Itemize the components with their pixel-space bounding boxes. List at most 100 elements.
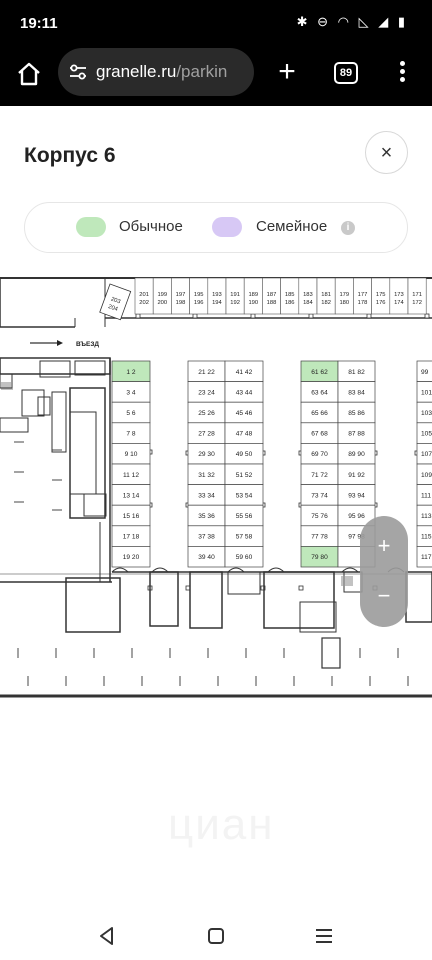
spot-label: 61 62	[311, 369, 328, 376]
address-bar[interactable]: granelle.ru/parkin	[58, 48, 254, 96]
parking-spot[interactable]: 73 74	[300, 484, 339, 506]
parking-spot[interactable]: 83 84	[337, 381, 376, 403]
parking-spot[interactable]: 105	[416, 422, 432, 444]
close-button[interactable]: ×	[365, 131, 408, 174]
spot-label: 109	[421, 472, 432, 479]
parking-spot[interactable]: 51 52	[224, 463, 264, 485]
info-icon[interactable]: i	[341, 221, 355, 235]
parking-spot[interactable]: 23 24	[187, 381, 226, 403]
back-icon[interactable]	[95, 924, 119, 948]
spot-label: 191	[230, 292, 240, 298]
parking-spot[interactable]: 47 48	[224, 422, 264, 444]
tab-switcher-button[interactable]: 89	[334, 62, 358, 84]
parking-spot[interactable]: 79 80	[300, 546, 339, 568]
parking-spot[interactable]: 61 62	[300, 360, 339, 382]
spot-label: 43 44	[236, 389, 253, 396]
home-nav-icon[interactable]	[204, 924, 228, 948]
parking-spot[interactable]: 37 38	[187, 525, 226, 547]
parking-plan[interactable]: 2012021992001971981951961931941911921891…	[0, 272, 432, 702]
parking-spot[interactable]: 55 56	[224, 504, 264, 527]
parking-spot[interactable]: 43 44	[224, 381, 264, 403]
parking-spot[interactable]: 1 2	[111, 360, 151, 382]
parking-spot[interactable]: 101	[416, 381, 432, 403]
parking-spot[interactable]: 15 16	[111, 504, 151, 527]
parking-spot[interactable]: 35 36	[187, 504, 226, 527]
parking-spot[interactable]: 113	[416, 504, 432, 527]
zoom-out-button[interactable]: −	[377, 583, 391, 608]
parking-spot[interactable]: 107	[416, 443, 432, 465]
home-icon[interactable]	[14, 59, 44, 89]
parking-spot[interactable]: 39 40	[187, 546, 226, 568]
parking-spot[interactable]: 19 20	[111, 546, 151, 568]
spot-label: 200	[157, 300, 167, 306]
parking-spot[interactable]: 11 12	[111, 463, 151, 485]
parking-spot[interactable]: 45 46	[224, 401, 264, 424]
parking-spot[interactable]: 53 54	[224, 484, 264, 506]
parking-spot[interactable]: 9 10	[111, 443, 151, 465]
parking-spot[interactable]: 109	[416, 463, 432, 485]
wall-block	[51, 391, 67, 453]
parking-spot[interactable]: 31 32	[187, 463, 226, 485]
parking-spot[interactable]: 27 28	[187, 422, 226, 444]
url-text[interactable]: granelle.ru/parkin	[96, 62, 252, 82]
wall-block	[0, 357, 111, 375]
parking-spot[interactable]: 81 82	[337, 360, 376, 382]
parking-spot[interactable]: 117	[416, 546, 432, 568]
parking-spot[interactable]: 33 34	[187, 484, 226, 506]
legend: Обычное Семейное i	[24, 202, 408, 253]
parking-spot[interactable]: 3 4	[111, 381, 151, 403]
parking-spot[interactable]: 115	[416, 525, 432, 547]
spot-label: 59 60	[236, 554, 253, 561]
site-settings-icon[interactable]	[68, 62, 88, 82]
parking-spot[interactable]: 63 64	[300, 381, 339, 403]
parking-spot[interactable]: 93 94	[337, 484, 376, 506]
spot-label: 13 14	[123, 492, 140, 499]
parking-spot[interactable]: 99	[416, 360, 432, 382]
parking-spot[interactable]: 13 14	[111, 484, 151, 506]
parking-spot[interactable]: 77 78	[300, 525, 339, 547]
parking-spot[interactable]: 89 90	[337, 443, 376, 465]
parking-spot[interactable]: 85 86	[337, 401, 376, 424]
zoom-in-button[interactable]: +	[377, 533, 391, 558]
parking-spot[interactable]: 5 6	[111, 401, 151, 424]
new-tab-button[interactable]: +	[278, 55, 296, 88]
parking-spot[interactable]: 75 76	[300, 504, 339, 527]
legend-family-swatch	[212, 217, 242, 237]
parking-spot[interactable]: 49 50	[224, 443, 264, 465]
parking-spot[interactable]: 57 58	[224, 525, 264, 547]
parking-spot[interactable]: 65 66	[300, 401, 339, 424]
parking-spot[interactable]: 7 8	[111, 422, 151, 444]
parking-spot[interactable]: 21 22	[187, 360, 226, 382]
parking-spot[interactable]: 87 88	[337, 422, 376, 444]
parking-spot[interactable]: 67 68	[300, 422, 339, 444]
parking-spot[interactable]: 91 92	[337, 463, 376, 485]
parking-spot[interactable]: 17 18	[111, 525, 151, 547]
more-menu-icon[interactable]	[392, 58, 412, 88]
parking-spot[interactable]: 71 72	[300, 463, 339, 485]
parking-spot[interactable]: 111	[416, 484, 432, 506]
parking-spot[interactable]: 41 42	[224, 360, 264, 382]
parking-spot[interactable]: 69 70	[300, 443, 339, 465]
parking-spot[interactable]: 103	[416, 401, 432, 424]
parking-spot[interactable]: 25 26	[187, 401, 226, 424]
parking-spot[interactable]: 59 60	[224, 546, 264, 568]
parking-spot[interactable]: 29 30	[187, 443, 226, 465]
recents-icon[interactable]	[312, 924, 336, 948]
